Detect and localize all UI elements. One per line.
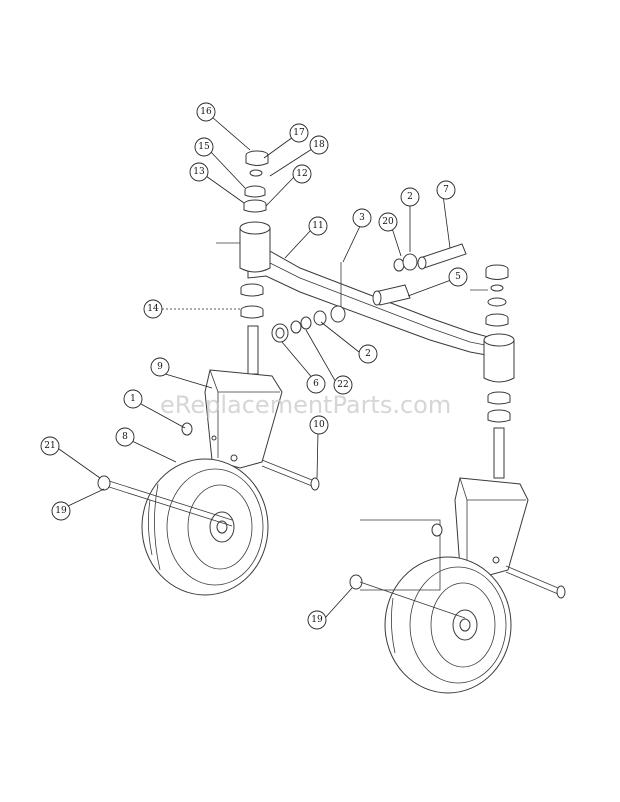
leader-lines [58,116,452,619]
svg-text:19: 19 [55,506,67,516]
svg-text:3: 3 [359,213,365,223]
svg-text:17: 17 [293,128,305,138]
callout-5: 5 [448,267,468,287]
left-wheel [141,458,269,596]
svg-text:7: 7 [443,185,449,195]
right-spindle-stack [470,264,515,479]
svg-text:16: 16 [200,107,212,117]
svg-text:18: 18 [313,140,325,150]
right-axle-bolts [349,519,566,619]
svg-text:10: 10 [313,420,325,430]
svg-text:12: 12 [296,169,307,179]
callout-3: 3 [352,208,372,228]
svg-text:8: 8 [122,432,128,442]
svg-text:2: 2 [407,192,413,202]
svg-text:21: 21 [44,441,55,451]
svg-text:15: 15 [198,142,210,152]
svg-text:6: 6 [313,379,319,389]
svg-text:5: 5 [455,272,461,282]
callout-16: 16 [196,102,216,122]
svg-text:1: 1 [130,394,136,404]
callout-12: 12 [292,164,312,184]
pivot-hardware [271,262,346,343]
callout-6: 6 [306,374,326,394]
callout-2-mid: 2 [358,344,378,364]
callout-17: 17 [289,123,309,143]
callouts: 16 17 18 15 13 12 11 3 20 2 7 5 14 2 6 2… [40,102,468,630]
callout-13: 13 [189,162,209,182]
svg-text:13: 13 [193,167,205,177]
pin-and-bushing [372,243,467,306]
svg-text:9: 9 [157,362,163,372]
callout-8: 8 [115,427,135,447]
callout-11: 11 [308,216,328,236]
left-spindle-stack [216,150,271,375]
callout-20: 20 [378,212,398,232]
callout-10: 10 [309,415,329,435]
svg-text:22: 22 [337,380,348,390]
watermark-text: eReplacementParts.com [160,391,451,419]
callout-14: 14 [143,299,163,319]
callout-1: 1 [123,389,143,409]
right-fork [454,477,529,577]
callout-22: 22 [333,375,353,395]
callout-21: 21 [40,436,60,456]
callout-2-top: 2 [400,187,420,207]
svg-text:2: 2 [365,349,371,359]
callout-19-left: 19 [51,501,71,521]
callout-15: 15 [194,137,214,157]
svg-text:19: 19 [311,615,323,625]
callout-19-right: 19 [307,610,327,630]
left-fork [204,369,283,469]
left-axle-bolts [97,422,320,527]
callout-18: 18 [309,135,329,155]
callout-7: 7 [436,180,456,200]
svg-text:11: 11 [312,221,323,231]
callout-9: 9 [150,357,170,377]
right-wheel [384,556,512,694]
svg-text:20: 20 [382,217,394,227]
svg-text:14: 14 [147,304,159,314]
